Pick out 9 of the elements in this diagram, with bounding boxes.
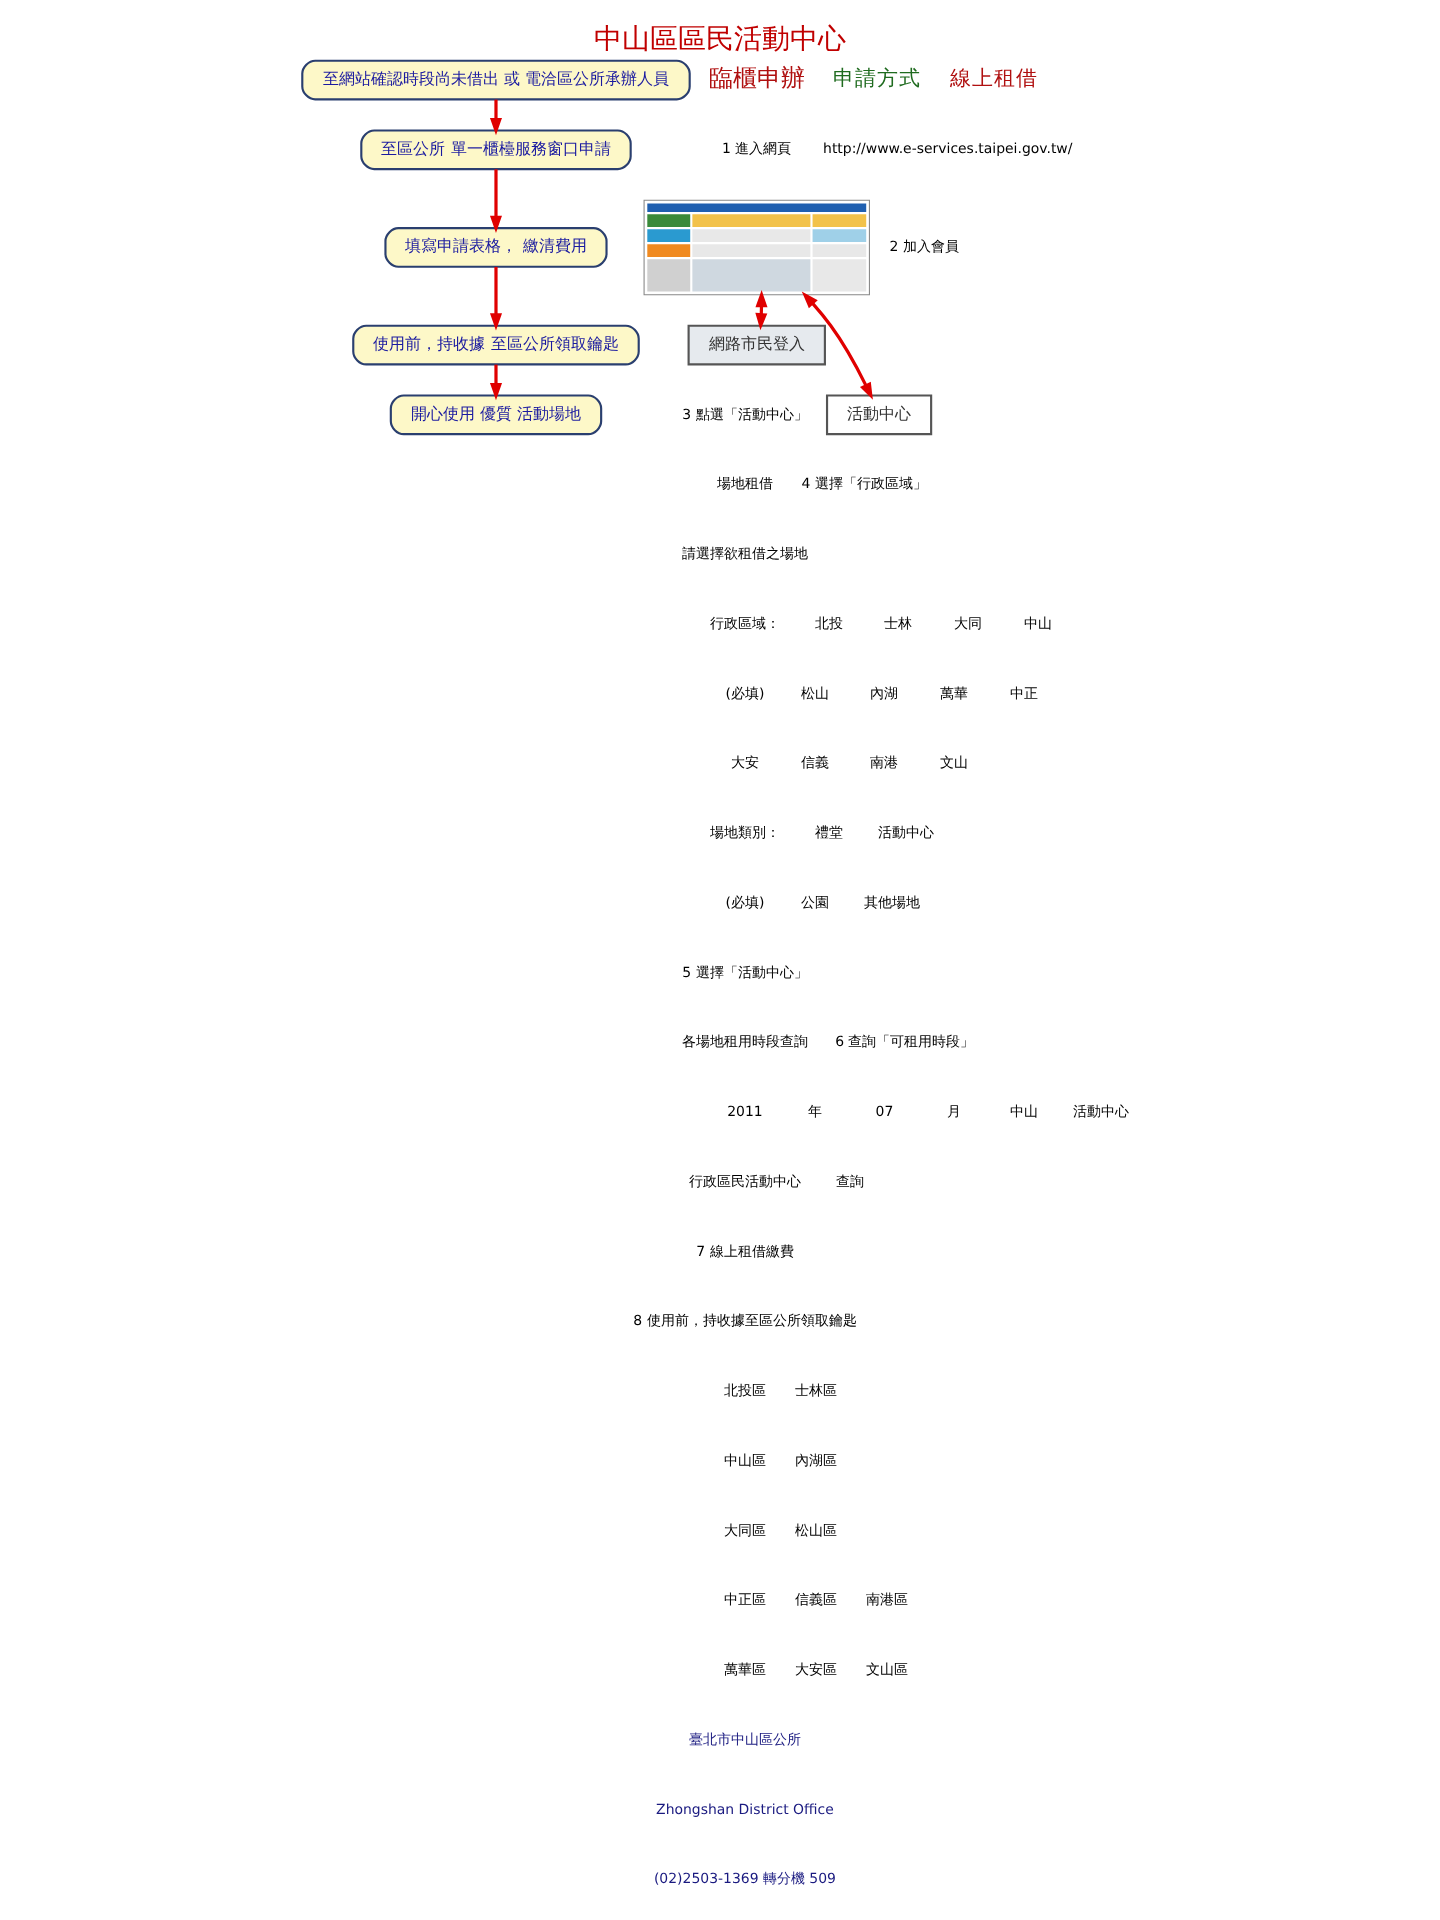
label: 申請方式 — [832, 65, 921, 92]
arrow — [489, 99, 502, 136]
arrow — [489, 266, 502, 331]
arrow — [489, 364, 502, 401]
arrow — [489, 169, 502, 233]
label: 線上租借 — [949, 65, 1038, 92]
label: 臨櫃申辦 — [708, 64, 805, 93]
diagram-title: 中山區區民活動中心 — [594, 23, 846, 56]
arrow — [801, 291, 873, 400]
